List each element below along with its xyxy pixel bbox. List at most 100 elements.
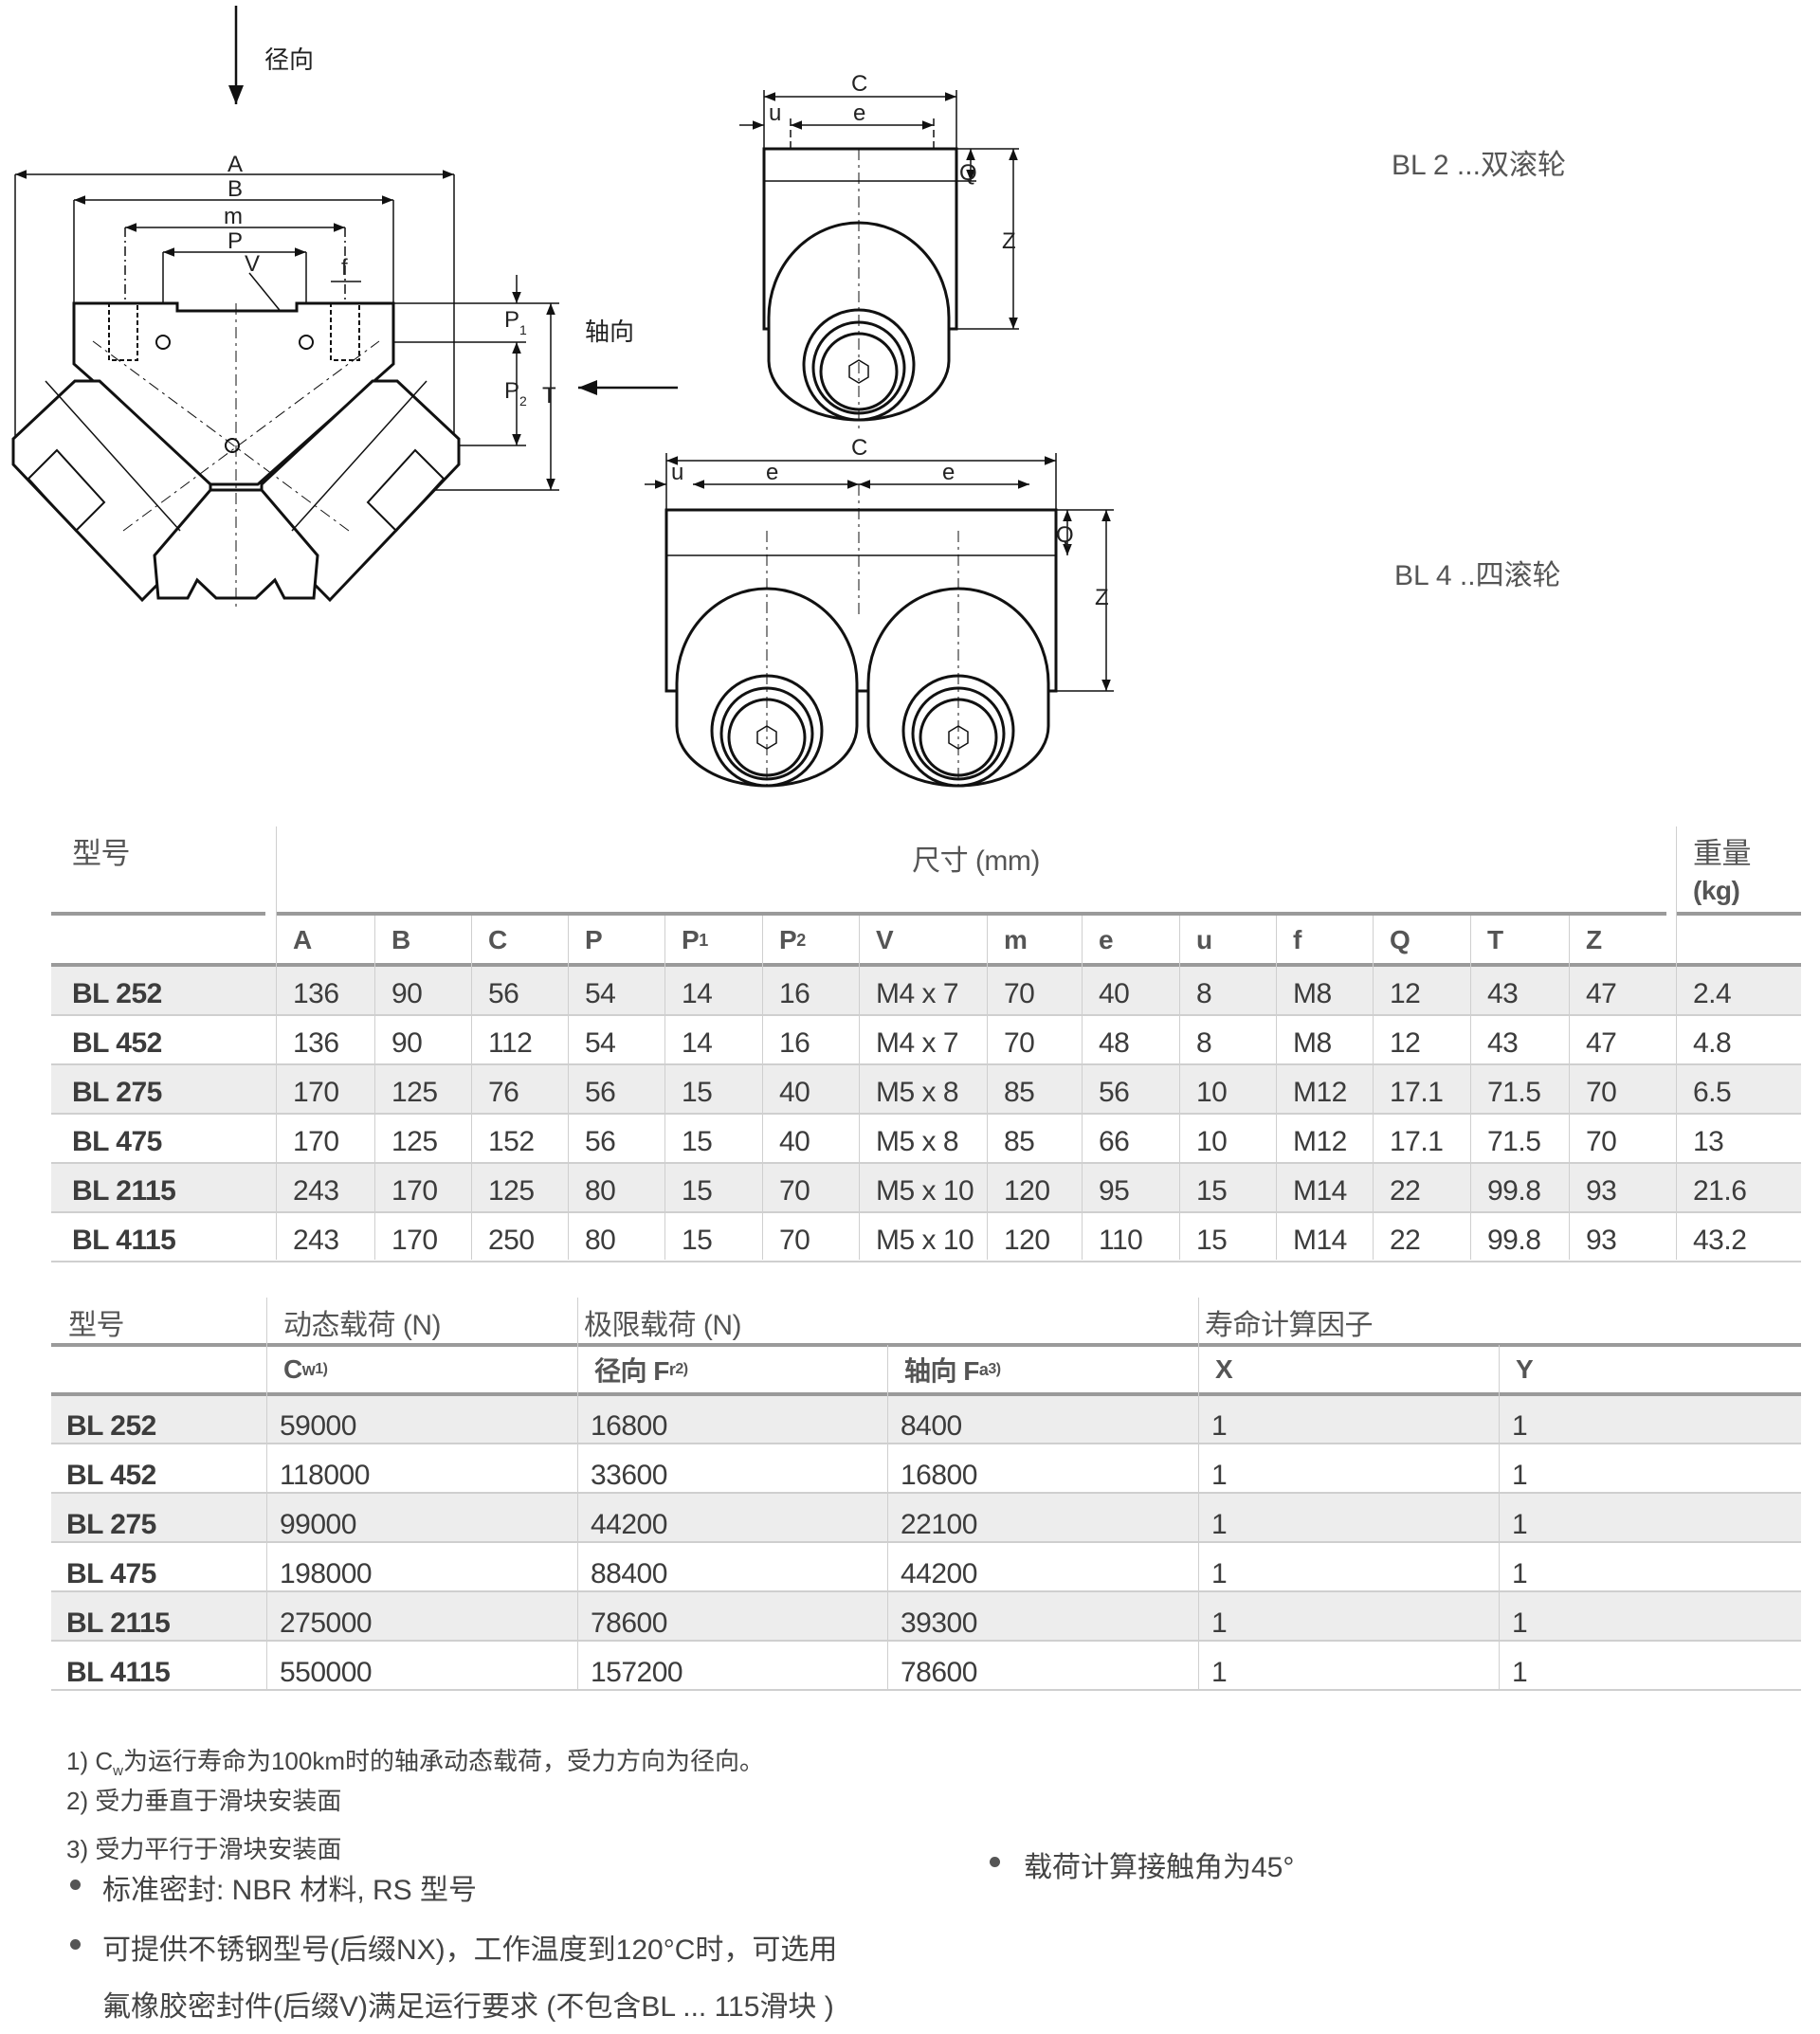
table-cell: 43 (1487, 1027, 1519, 1059)
table-cell: 99.8 (1487, 1225, 1541, 1256)
table-cell: 125 (391, 1126, 438, 1157)
table-cell: 243 (293, 1225, 339, 1256)
column-divider (1179, 916, 1180, 1260)
column-divider (987, 916, 988, 1260)
table-cell: M5 x 8 (876, 1126, 959, 1157)
column-header-t: T (1487, 925, 1503, 954)
table-cell: 1 (1211, 1657, 1228, 1688)
column-divider (1082, 916, 1083, 1260)
header-rule (51, 1343, 1801, 1347)
table-cell: 170 (293, 1077, 339, 1108)
table-cell: 8 (1196, 1027, 1212, 1059)
table-cell: 10 (1196, 1126, 1228, 1157)
bullet-contact-angle: 载荷计算接触角为45° (1024, 1852, 1295, 1883)
table-cell: 80 (585, 1175, 616, 1207)
table-cell: 198000 (280, 1558, 373, 1589)
table-cell: 15 (1196, 1225, 1228, 1256)
column-header-p: P (585, 925, 603, 954)
header-rule (51, 963, 1801, 967)
table-cell: 99.8 (1487, 1175, 1541, 1207)
table-cell: 17.1 (1390, 1077, 1444, 1108)
table-cell: 1 (1211, 1607, 1228, 1639)
table-cell: 16 (779, 978, 810, 1009)
table-cell: 44200 (901, 1558, 977, 1589)
column-header-q: Q (1390, 925, 1410, 954)
dim-label-a: A (228, 152, 243, 177)
column-divider (374, 916, 375, 1260)
column-divider (1569, 916, 1570, 1260)
table-cell: 40 (779, 1077, 810, 1108)
dim-label-v: V (245, 251, 260, 277)
table-cell: M8 (1293, 1027, 1332, 1059)
column-divider (1499, 1345, 1500, 1690)
bl4-side-view (645, 453, 1114, 791)
model-header: 型号 (72, 836, 131, 870)
table-cell: M14 (1293, 1175, 1347, 1207)
table-cell: 59000 (280, 1410, 356, 1442)
table-cell: 22100 (901, 1509, 977, 1540)
model-cell: BL 2115 (72, 1175, 176, 1207)
dim-label-q-bl4: Q (1056, 522, 1074, 548)
model-cell: BL 452 (72, 1027, 162, 1059)
table-cell: 112 (488, 1027, 533, 1059)
weight-unit: (kg) (1693, 876, 1740, 905)
table-cell: 1 (1211, 1558, 1228, 1589)
table-cell: 8400 (901, 1410, 962, 1442)
column-header-e: e (1099, 925, 1114, 954)
bullet-icon (990, 1857, 1000, 1867)
table-cell: 275000 (280, 1607, 373, 1639)
table-cell: 54 (585, 1027, 616, 1059)
table-cell: 76 (488, 1077, 519, 1108)
table-cell: 2.4 (1693, 978, 1732, 1009)
footnote-3: 3) 受力平行于滑块安装面 (66, 1835, 342, 1863)
table-cell: 1 (1512, 1607, 1528, 1639)
technical-drawing: 径向 轴向 A B m P V f P1 P2 T C u e Q Z C u … (11, 6, 1566, 791)
column-divider (1470, 916, 1471, 1260)
dim-label-u-bl2: u (769, 100, 781, 126)
table-cell: 1 (1512, 1657, 1528, 1688)
table-cell: 15 (1196, 1175, 1228, 1207)
column-header-z: Z (1586, 925, 1602, 954)
table-cell: 78600 (901, 1657, 977, 1688)
column-header-b: B (391, 925, 410, 954)
table-cell: 56 (585, 1126, 616, 1157)
model-header: 型号 (68, 1310, 125, 1341)
dim-label-e2-bl4: e (942, 460, 955, 485)
table-cell: 80 (585, 1225, 616, 1256)
table-cell: 43.2 (1693, 1225, 1747, 1256)
row-divider (51, 1014, 1801, 1016)
column-divider (1676, 826, 1677, 1260)
table-cell: 99000 (280, 1509, 356, 1540)
table-cell: 6.5 (1693, 1077, 1732, 1108)
model-cell: BL 475 (66, 1558, 156, 1589)
table-cell: 21.6 (1693, 1175, 1747, 1207)
model-cell: BL 275 (72, 1077, 162, 1108)
column-divider (568, 916, 569, 1260)
slider-block-front (11, 301, 461, 603)
row-divider (51, 1590, 1801, 1592)
table-cell: 8 (1196, 978, 1212, 1009)
weight-header: 重量 (1693, 836, 1752, 870)
row-divider (51, 1063, 1801, 1065)
dim-label-e-bl2: e (853, 100, 865, 126)
model-cell: BL 452 (66, 1460, 156, 1491)
dim-label-m: m (224, 204, 243, 229)
table-cell: 70 (1004, 978, 1035, 1009)
row-divider (51, 1261, 1801, 1262)
table-cell: 170 (391, 1225, 438, 1256)
table-cell: 15 (682, 1126, 713, 1157)
column-divider (1198, 1298, 1199, 1690)
model-cell: BL 252 (66, 1410, 156, 1442)
table-cell: 90 (391, 1027, 423, 1059)
table-cell: 16 (779, 1027, 810, 1059)
table-cell: M5 x 10 (876, 1225, 974, 1256)
table-cell: 40 (779, 1126, 810, 1157)
column-divider (577, 1298, 578, 1690)
caption-bl4: BL 4 ..四滚轮 (1394, 560, 1561, 591)
table-cell: M14 (1293, 1225, 1347, 1256)
table-cell: 550000 (280, 1657, 373, 1688)
row-background (51, 1394, 1801, 1444)
table-cell: 66 (1099, 1126, 1130, 1157)
table-cell: 88400 (591, 1558, 667, 1589)
